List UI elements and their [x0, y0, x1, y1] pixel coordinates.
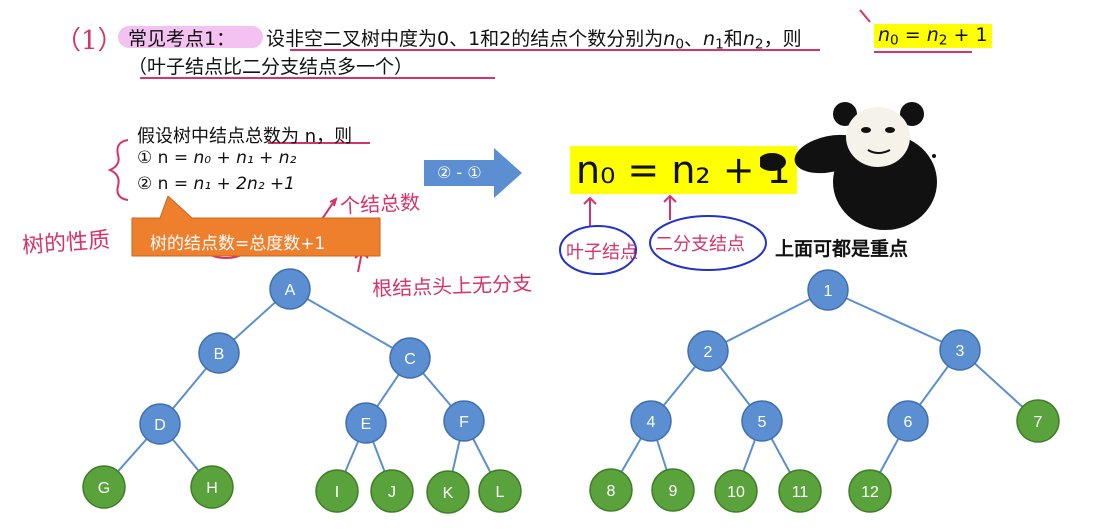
left-node-label-E: E	[361, 416, 372, 433]
left-node-label-K: K	[443, 485, 454, 502]
right-node-label-12: 12	[861, 484, 879, 501]
right-node-label-4: 4	[647, 414, 656, 431]
left-node-label-C: C	[404, 351, 416, 368]
right-node-label-1: 1	[824, 283, 833, 300]
right-node-label-7: 7	[1034, 414, 1043, 431]
right-node-label-5: 5	[758, 414, 767, 431]
right-node-label-10: 10	[727, 484, 745, 501]
right-node-label-11: 11	[792, 484, 809, 501]
left-node-label-F: F	[459, 414, 469, 431]
left-tree: A B C D E F G H I J K L	[83, 269, 521, 513]
left-edge-A-C	[290, 289, 410, 358]
right-node-label-2: 2	[704, 344, 713, 361]
right-node-label-8: 8	[607, 483, 616, 500]
left-node-label-J: J	[388, 484, 396, 501]
left-node-label-L: L	[496, 484, 505, 501]
left-node-label-B: B	[214, 346, 225, 363]
left-node-label-I: I	[335, 484, 339, 501]
right-node-label-3: 3	[956, 343, 965, 360]
left-node-label-A: A	[285, 282, 296, 299]
right-node-label-6: 6	[904, 414, 913, 431]
right-node-label-9: 9	[669, 483, 678, 500]
left-node-label-D: D	[154, 417, 166, 434]
left-node-label-H: H	[206, 480, 218, 497]
right-edge-1-3	[828, 290, 960, 350]
left-node-label-G: G	[98, 480, 110, 497]
